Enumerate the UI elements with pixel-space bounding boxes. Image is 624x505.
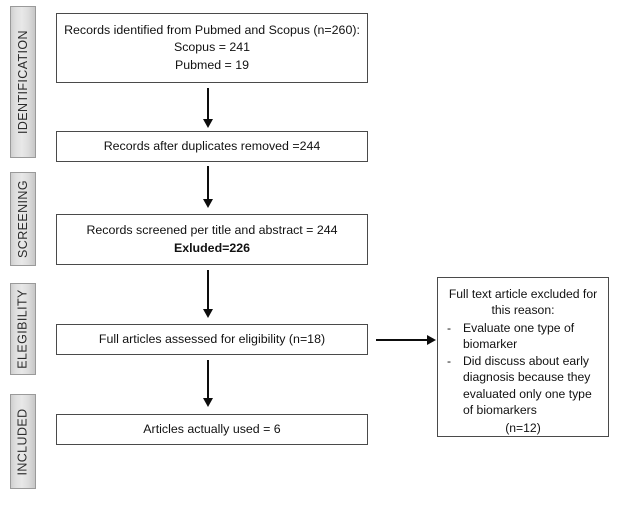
arrow-eligibility-to-exclusion xyxy=(376,333,436,347)
screened-excluded-count: Exluded=226 xyxy=(173,240,251,255)
exclusion-reason-text: Evaluate one type of biomarker xyxy=(463,321,575,352)
stage-box-elegibility: ELEGIBILITY xyxy=(10,283,36,375)
arrow-screened-to-eligibility xyxy=(196,270,220,318)
identification-line-2: Scopus = 241 xyxy=(173,40,251,55)
stage-label-included: INCLUDED xyxy=(16,407,31,476)
stage-label-screening: SCREENING xyxy=(16,180,31,258)
flow-box-eligibility: Full articles assessed for eligibility (… xyxy=(56,324,368,355)
identification-line-3: Pubmed = 19 xyxy=(174,57,250,72)
bullet-dash-icon: - xyxy=(447,321,452,336)
flow-box-records-screened: Records screened per title and abstract … xyxy=(56,214,368,265)
flow-box-identification: Records identified from Pubmed and Scopu… xyxy=(56,13,368,83)
stage-box-identification: IDENTIFICATION xyxy=(10,6,36,158)
exclusion-reason-item: - Evaluate one type of biomarker xyxy=(447,320,599,352)
screened-line-1: Records screened per title and abstract … xyxy=(86,223,338,238)
included-line-1: Articles actually used = 6 xyxy=(143,421,281,436)
eligibility-line-1: Full articles assessed for eligibility (… xyxy=(98,331,326,346)
flow-box-duplicates-removed: Records after duplicates removed =244 xyxy=(56,131,368,162)
exclusion-count: (n=12) xyxy=(505,420,541,435)
stage-box-screening: SCREENING xyxy=(10,172,36,266)
bullet-dash-icon: - xyxy=(447,354,452,369)
duplicates-line-1: Records after duplicates removed =244 xyxy=(103,138,321,153)
stage-label-identification: IDENTIFICATION xyxy=(16,30,31,134)
exclusion-reason-item: - Did discuss about early diagnosis beca… xyxy=(447,353,599,417)
stage-label-elegibility: ELEGIBILITY xyxy=(16,289,30,369)
arrow-eligibility-to-included xyxy=(196,360,220,407)
identification-line-1: Records identified from Pubmed and Scopu… xyxy=(64,23,360,38)
flow-box-articles-used: Articles actually used = 6 xyxy=(56,414,368,445)
arrow-identification-to-duplicates xyxy=(196,88,220,128)
stage-box-included: INCLUDED xyxy=(10,394,36,489)
exclusion-reason-text: Did discuss about early diagnosis becaus… xyxy=(463,354,592,417)
exclusion-reasons-box: Full text article excluded for this reas… xyxy=(437,277,609,437)
exclusion-reason-list: - Evaluate one type of biomarker - Did d… xyxy=(447,320,599,418)
arrow-duplicates-to-screened xyxy=(196,166,220,208)
exclusion-heading: Full text article excluded for this reas… xyxy=(448,287,598,318)
